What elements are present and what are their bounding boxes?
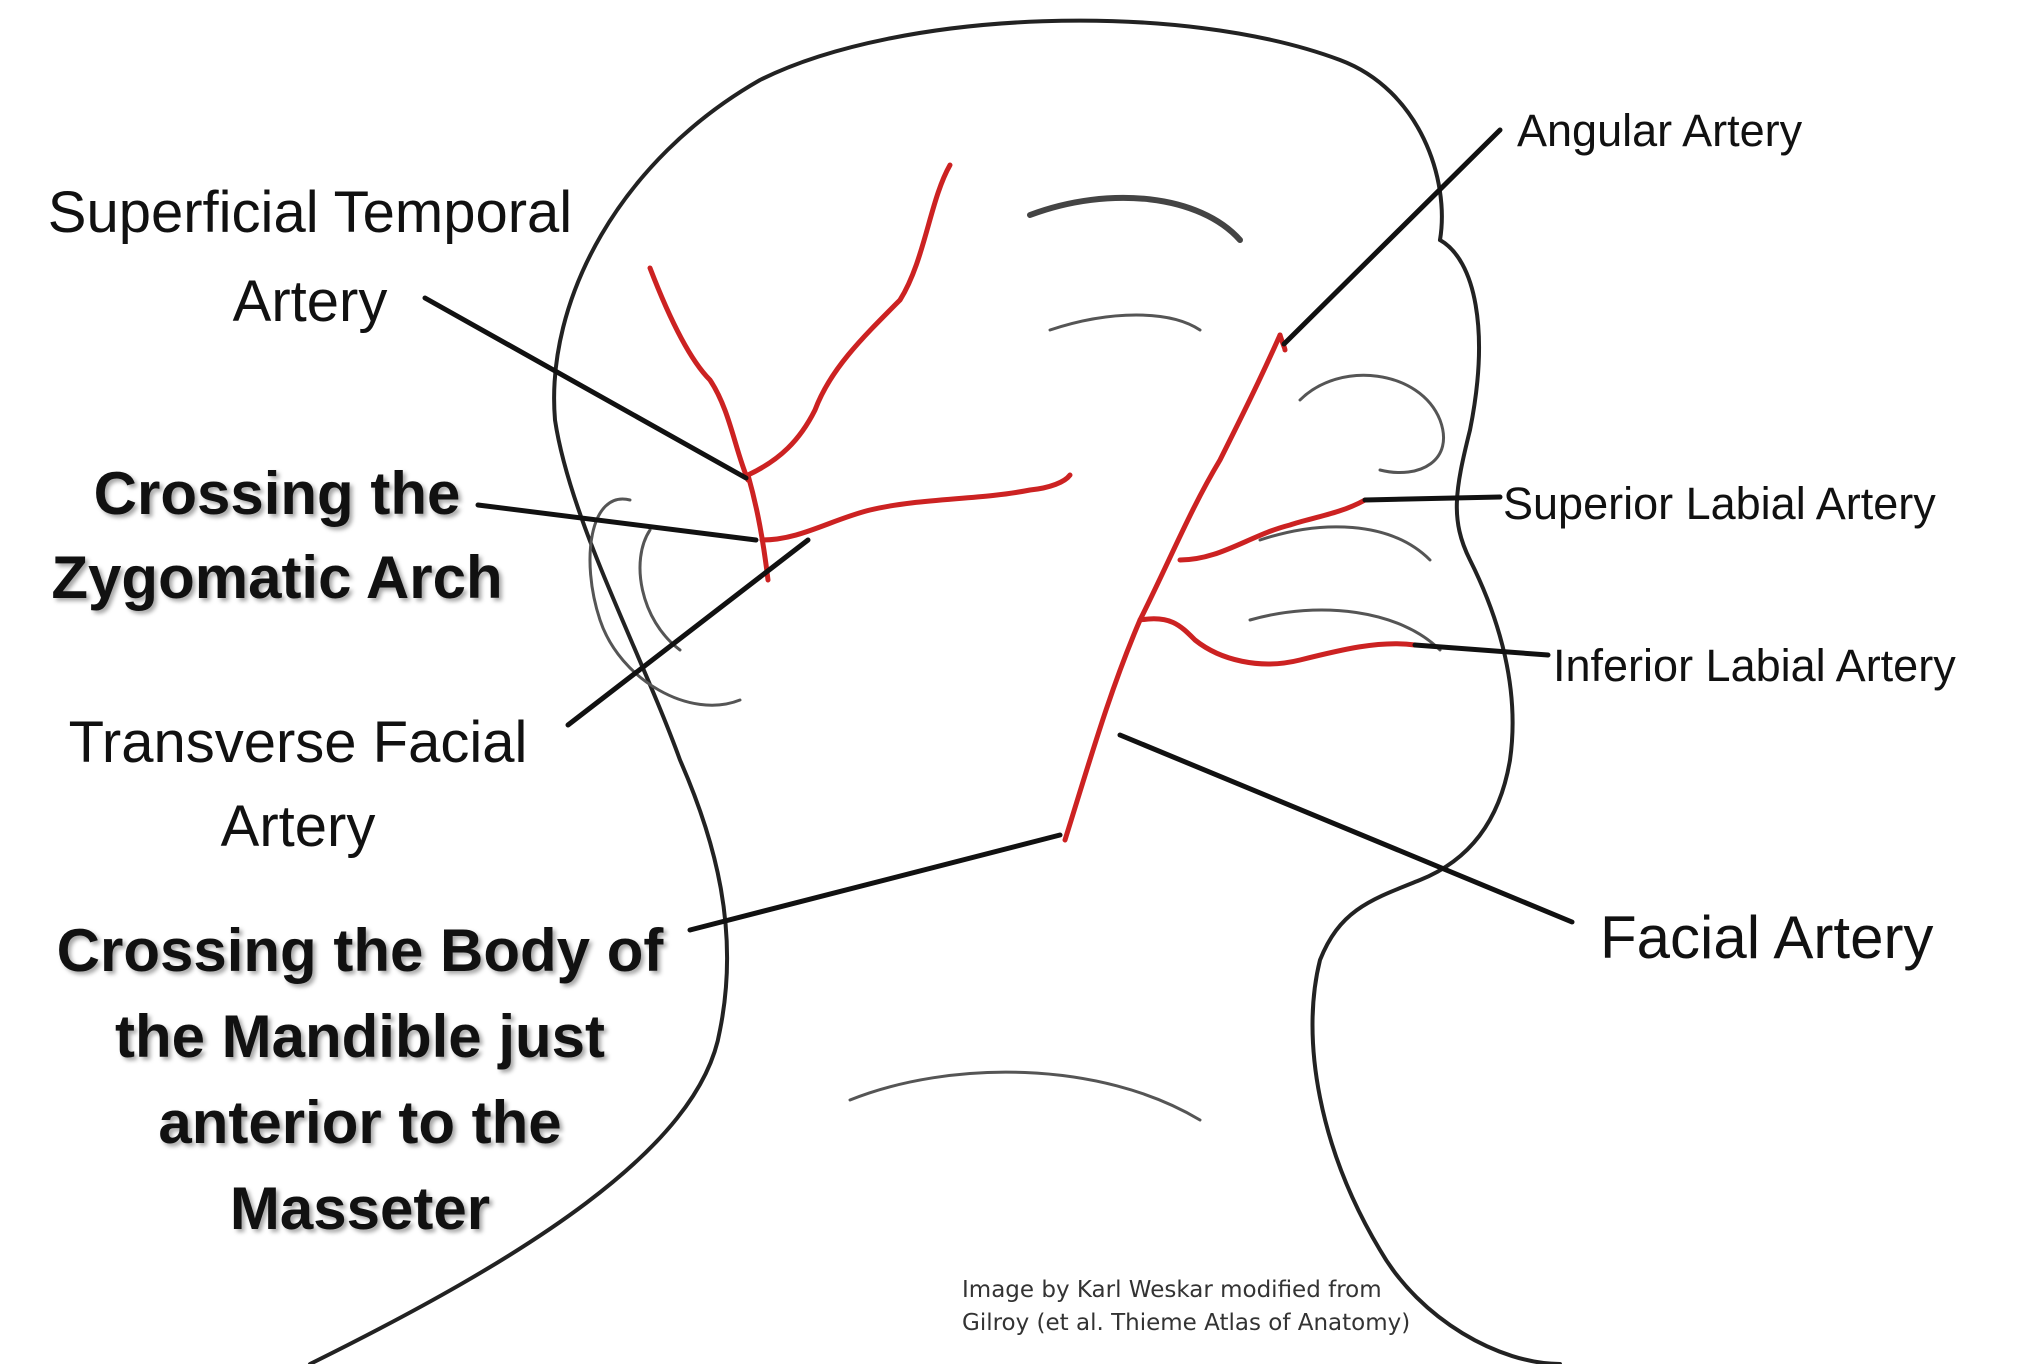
label-crossing-mandible-line3: anterior to the <box>158 1093 561 1153</box>
facial-artery <box>1065 335 1280 840</box>
image-credit-line2: Gilroy (et al. Thieme Atlas of Anatomy) <box>962 1307 1410 1340</box>
superficial-temporal-artery-trunk <box>748 475 768 580</box>
label-superficial-temporal-line1: Superficial Temporal <box>48 184 572 242</box>
leader-facial <box>1120 735 1572 922</box>
leader-lines <box>425 130 1572 930</box>
label-superior-labial-artery: Superior Labial Artery <box>1503 481 1936 526</box>
label-transverse-facial-line2: Artery <box>221 798 376 856</box>
label-crossing-zygomatic-line2: Zygomatic Arch <box>51 548 502 608</box>
image-credit-line1: Image by Karl Weskar modified from <box>962 1274 1410 1307</box>
superficial-temporal-artery-posterior-branch <box>650 268 748 480</box>
label-crossing-mandible-line1: Crossing the Body of <box>57 921 664 981</box>
superficial-temporal-artery-anterior-branch <box>748 165 950 475</box>
leader-crossing-mandible <box>690 835 1060 930</box>
arteries <box>650 165 1415 840</box>
leader-superior-labial <box>1365 497 1500 500</box>
image-credit: Image by Karl Weskar modified from Gilro… <box>962 1274 1410 1341</box>
label-crossing-mandible-line2: the Mandible just <box>115 1007 605 1067</box>
label-crossing-mandible-line4: Masseter <box>230 1179 490 1239</box>
transverse-facial-artery <box>762 475 1070 540</box>
label-angular-artery: Angular Artery <box>1517 108 1802 153</box>
label-facial-artery: Facial Artery <box>1600 908 1933 968</box>
leader-superficial-temporal <box>425 298 746 478</box>
label-superficial-temporal-line2: Artery <box>233 273 388 331</box>
label-inferior-labial-artery: Inferior Labial Artery <box>1553 643 1956 688</box>
superior-labial-artery <box>1180 500 1365 560</box>
inferior-labial-artery <box>1140 619 1415 664</box>
label-transverse-facial-line1: Transverse Facial <box>69 714 528 772</box>
label-crossing-zygomatic-line1: Crossing the <box>94 464 461 524</box>
leader-inferior-labial <box>1415 645 1548 655</box>
leader-crossing-zygomatic <box>478 505 756 540</box>
leader-angular <box>1284 130 1500 344</box>
